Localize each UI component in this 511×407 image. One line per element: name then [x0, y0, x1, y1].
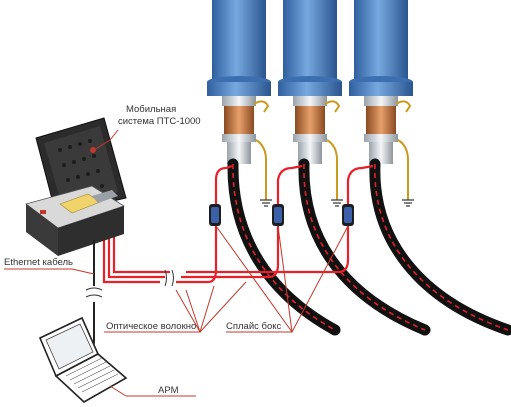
ground-icon: [331, 199, 343, 207]
leader-lines: [4, 129, 349, 397]
label-optical-fiber: Оптическое волокно: [106, 321, 196, 332]
label-splice-box: Сплайс бокс: [226, 321, 282, 332]
power-cable-3: [369, 158, 511, 336]
cable-termination-3: [349, 0, 414, 207]
label-system-line1: Мобильная: [126, 104, 176, 115]
splice-box-2: [272, 204, 284, 226]
laptop-screen: [45, 323, 94, 370]
ground-icon: [260, 199, 272, 207]
fiber-break-mark: [164, 269, 174, 287]
laptop-workstation: [38, 316, 128, 403]
label-arm: АРМ: [158, 385, 179, 396]
cable-termination-2: [278, 0, 343, 207]
power-cable-1: [227, 158, 341, 336]
indicator-dot: [90, 147, 96, 153]
splice-box-3: [342, 204, 354, 226]
ground-icon: [402, 199, 414, 207]
splice-box-1: [209, 204, 221, 226]
label-system-line2: система ПТС-1000: [118, 116, 201, 127]
power-cable-2: [298, 158, 431, 336]
laptop-keyboard: [65, 357, 119, 393]
label-ethernet-cable: Ethernet кабель: [4, 257, 73, 268]
